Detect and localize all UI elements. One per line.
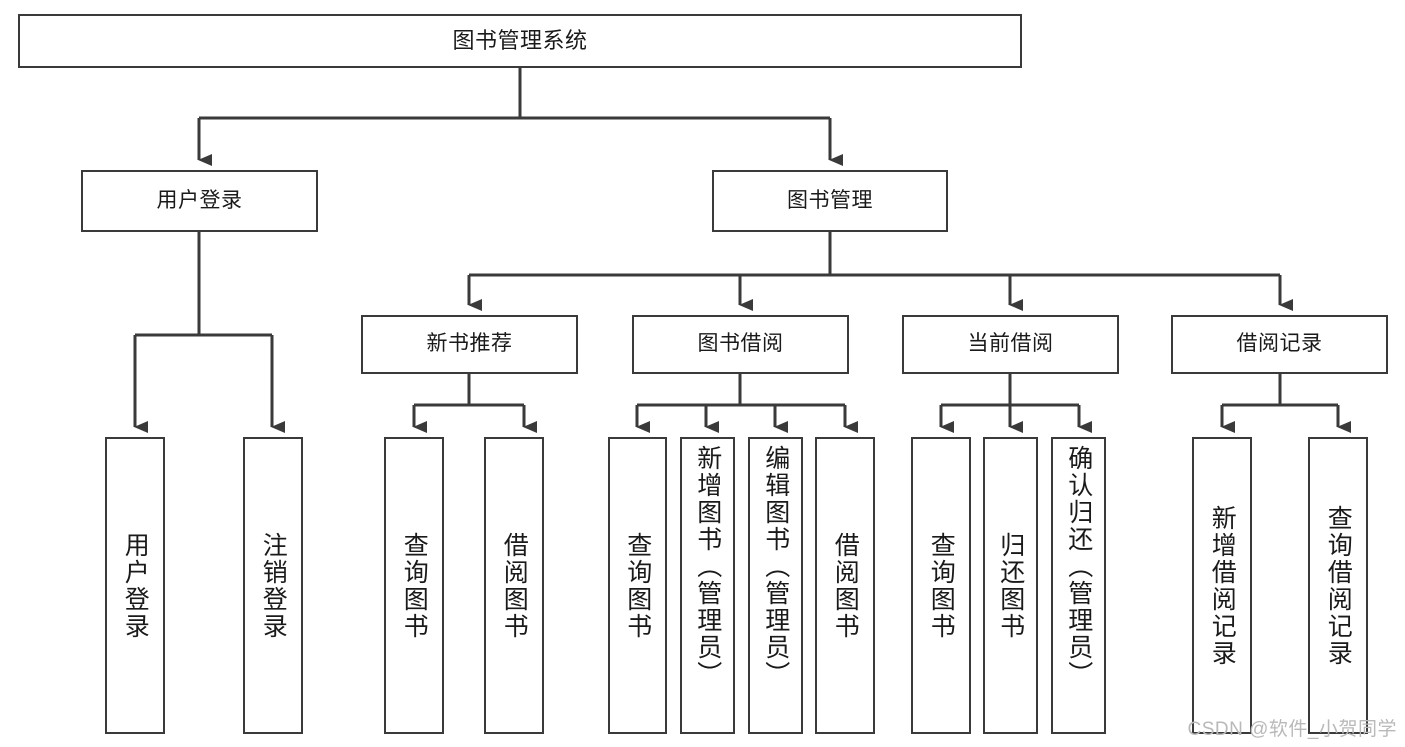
leaf-new-book-query[interactable]: 查询图书: [384, 437, 444, 734]
node-root-system-label: 图书管理系统: [452, 27, 588, 53]
leaf-book-borrow-query-label: 查询图书: [623, 531, 652, 640]
leaf-current-borrow-query[interactable]: 查询图书: [911, 437, 971, 734]
node-new-book-recommend-label: 新书推荐: [426, 332, 513, 356]
leaf-borrow-record-add[interactable]: 新增借阅记录: [1192, 437, 1252, 734]
leaf-book-borrow-add-label: 新增图书（管理员）: [693, 445, 722, 688]
leaf-borrow-record-query[interactable]: 查询借阅记录: [1308, 437, 1368, 734]
node-user-login-label: 用户登录: [156, 188, 243, 212]
node-current-borrow-label: 当前借阅: [967, 332, 1054, 356]
node-book-borrow[interactable]: 图书借阅: [632, 315, 849, 374]
leaf-borrow-record-add-label: 新增借阅记录: [1208, 504, 1237, 667]
leaf-book-borrow-query[interactable]: 查询图书: [608, 437, 667, 734]
leaf-user-login-signin[interactable]: 用户登录: [105, 437, 165, 734]
leaf-new-book-borrow[interactable]: 借阅图书: [484, 437, 544, 734]
node-root-system[interactable]: 图书管理系统: [18, 14, 1022, 68]
leaf-current-borrow-query-label: 查询图书: [927, 531, 956, 640]
leaf-book-borrow-edit[interactable]: 编辑图书（管理员）: [748, 437, 803, 734]
node-book-borrow-label: 图书借阅: [697, 332, 784, 356]
leaf-user-login-signout-label: 注销登录: [259, 531, 288, 640]
leaf-book-borrow-add[interactable]: 新增图书（管理员）: [680, 437, 735, 734]
leaf-current-borrow-return-label: 归还图书: [996, 531, 1025, 640]
leaf-current-borrow-confirm[interactable]: 确认归还（管理员）: [1051, 437, 1106, 734]
node-book-management[interactable]: 图书管理: [712, 170, 948, 232]
node-book-management-label: 图书管理: [787, 188, 873, 212]
watermark-text: CSDN @软件_小贺同学: [1187, 719, 1397, 740]
node-new-book-recommend[interactable]: 新书推荐: [361, 315, 578, 374]
leaf-new-book-borrow-label: 借阅图书: [500, 531, 529, 640]
leaf-book-borrow-borrow[interactable]: 借阅图书: [815, 437, 875, 734]
leaf-borrow-record-query-label: 查询借阅记录: [1324, 504, 1353, 667]
leaf-book-borrow-edit-label: 编辑图书（管理员）: [761, 445, 790, 688]
leaf-current-borrow-return[interactable]: 归还图书: [983, 437, 1038, 734]
leaf-current-borrow-confirm-label: 确认归还（管理员）: [1064, 445, 1093, 688]
leaf-user-login-signout[interactable]: 注销登录: [243, 437, 303, 734]
leaf-book-borrow-borrow-label: 借阅图书: [831, 531, 860, 640]
leaf-user-login-signin-label: 用户登录: [121, 531, 150, 640]
node-borrow-record[interactable]: 借阅记录: [1171, 315, 1388, 374]
leaf-new-book-query-label: 查询图书: [400, 531, 429, 640]
node-borrow-record-label: 借阅记录: [1236, 332, 1323, 356]
node-user-login[interactable]: 用户登录: [81, 170, 318, 232]
node-current-borrow[interactable]: 当前借阅: [902, 315, 1119, 374]
